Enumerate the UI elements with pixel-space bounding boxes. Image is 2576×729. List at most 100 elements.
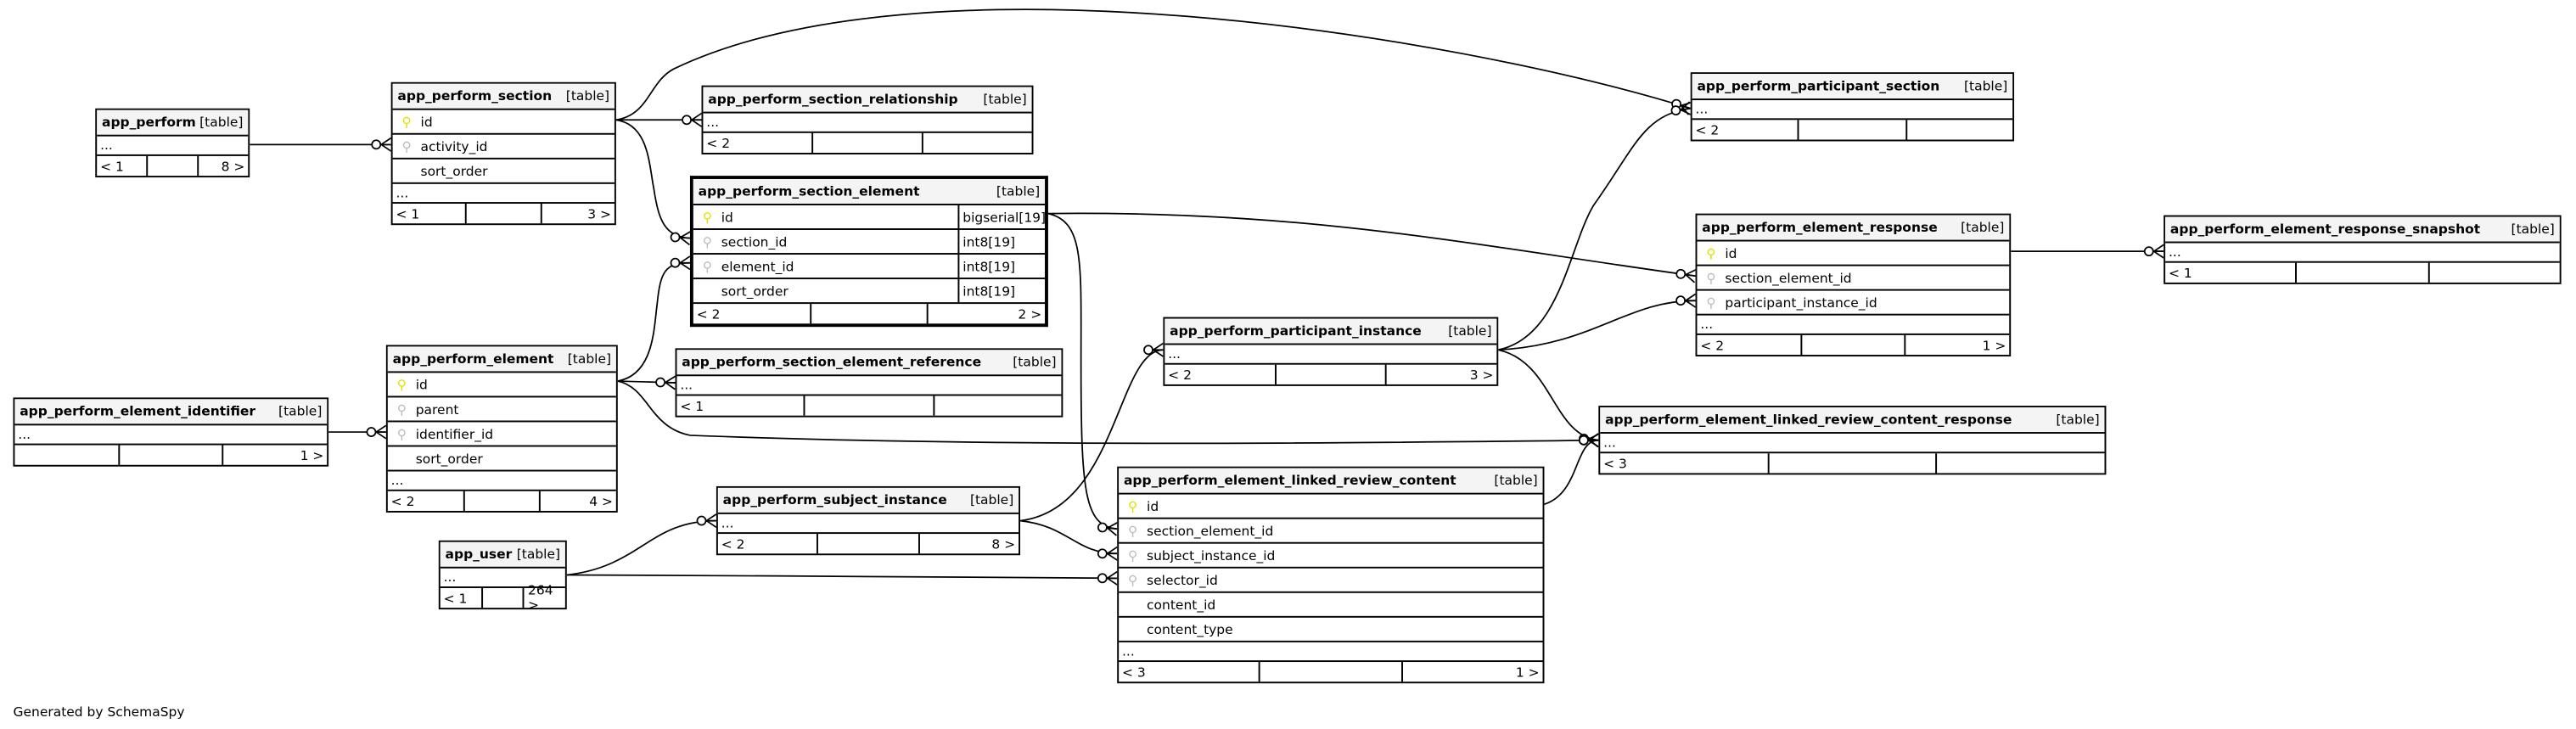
table-name[interactable]: app_perform_section_element_reference xyxy=(682,355,982,370)
column-row[interactable]: ⚲participant_instance_id xyxy=(1697,291,2010,316)
column-name: sort_order xyxy=(420,163,488,179)
table-name[interactable]: app_perform_element xyxy=(392,351,554,367)
column-name: id xyxy=(415,377,428,392)
more-columns: ... xyxy=(392,184,615,205)
table-header[interactable]: app_perform[table] xyxy=(97,109,249,137)
column-row[interactable]: ⚲id xyxy=(1697,242,2010,266)
table-name[interactable]: app_perform_subject_instance xyxy=(722,492,947,508)
table-header[interactable]: app_perform_section_relationship [table] xyxy=(703,87,1032,114)
table-app-perform-element-linked-review-content-response[interactable]: app_perform_element_linked_review_conten… xyxy=(1598,406,2107,475)
column-name: selector_id xyxy=(1147,572,1218,587)
footer-cell: 3 > xyxy=(1469,367,1494,383)
footer-cell xyxy=(1907,120,2013,139)
footer-cell: < 2 xyxy=(693,304,811,324)
table-name[interactable]: app_perform_participant_instance xyxy=(1170,323,1422,339)
table-header[interactable]: app_perform_element_response[table] xyxy=(1697,215,2010,242)
more-columns: ... xyxy=(97,137,249,156)
table-header[interactable]: app_perform_element_response_snapshot[ta… xyxy=(2165,216,2560,244)
column-name: section_element_id xyxy=(1725,270,1852,285)
table-header[interactable]: app_perform_participant_instance[table] xyxy=(1165,318,1497,345)
column-row[interactable]: ⚲id xyxy=(392,110,615,135)
table-app-perform-element-response-snapshot[interactable]: app_perform_element_response_snapshot[ta… xyxy=(2164,215,2562,284)
table-header[interactable]: app_perform_element_linked_review_conten… xyxy=(1119,468,1543,495)
column-type: bigserial[19] xyxy=(957,205,1046,229)
table-header[interactable]: app_perform_section_element_reference[ta… xyxy=(676,350,1062,377)
table-header[interactable]: app_user[table] xyxy=(440,541,565,569)
column-row[interactable]: ⚲parent xyxy=(387,397,616,423)
footer-cell xyxy=(120,445,224,465)
column-row[interactable]: ⚲identifier_id xyxy=(387,422,616,447)
edge-section-element-linked-content xyxy=(1047,212,1119,536)
column-row[interactable]: ⚲activity_id xyxy=(392,135,615,160)
table-tag: [table] xyxy=(969,492,1014,508)
footer-cell: 8 > xyxy=(221,158,245,174)
footer-cell xyxy=(819,534,920,554)
column-row[interactable]: sort_order xyxy=(387,446,616,472)
footer-cell: 1 > xyxy=(300,447,324,463)
column-row[interactable]: ⚲section_element_id xyxy=(1119,519,1543,544)
table-tag: [table] xyxy=(516,547,561,562)
table-tag: [table] xyxy=(983,92,1027,107)
table-app-perform-element[interactable]: app_perform_element[table]⚲id⚲parent⚲ide… xyxy=(385,345,618,513)
table-footer: < 3 xyxy=(1600,453,2104,474)
table-name[interactable]: app_perform_section_relationship xyxy=(708,92,958,107)
table-name[interactable]: app_perform xyxy=(102,115,196,130)
table-name[interactable]: app_perform_section_element xyxy=(698,183,920,199)
table-app-perform-participant-instance[interactable]: app_perform_participant_instance[table].… xyxy=(1163,317,1499,386)
edge-element-linked-response xyxy=(617,380,1599,448)
footer-cell: < 1 xyxy=(676,395,806,416)
table-name[interactable]: app_perform_section xyxy=(397,88,553,104)
column-row[interactable]: content_id xyxy=(1119,593,1543,618)
table-footer: < 2 xyxy=(703,132,1031,154)
table-name[interactable]: app_perform_participant_section xyxy=(1697,78,1940,94)
table-header[interactable]: app_perform_element[table] xyxy=(387,346,616,373)
table-header[interactable]: app_perform_participant_section[table] xyxy=(1692,74,2013,101)
table-name[interactable]: app_perform_element_response_snapshot xyxy=(2169,222,2481,237)
edge-element-section-element xyxy=(617,255,691,382)
primary-key-icon: ⚲ xyxy=(1127,498,1138,513)
table-app-perform-section-element-reference[interactable]: app_perform_section_element_reference[ta… xyxy=(675,348,1064,418)
table-footer: < 1 xyxy=(2165,262,2560,283)
footer-cell xyxy=(813,132,923,154)
column-row[interactable]: ⚲selector_id xyxy=(1119,569,1543,593)
table-app-perform-section-relationship[interactable]: app_perform_section_relationship[table].… xyxy=(701,85,1034,154)
table-name[interactable]: app_perform_element_response xyxy=(1702,220,1938,235)
table-app-perform-element-identifier[interactable]: app_perform_element_identifier[table]...… xyxy=(13,397,329,467)
foreign-key-icon: ⚲ xyxy=(396,426,407,441)
table-app-perform-element-response[interactable]: app_perform_element_response[table]⚲id⚲s… xyxy=(1695,213,2012,357)
table-name[interactable]: app_perform_element_identifier xyxy=(20,404,256,419)
table-app-perform-participant-section[interactable]: app_perform_participant_section[table]..… xyxy=(1690,72,2015,142)
column-name: content_id xyxy=(1147,597,1216,613)
column-row[interactable]: ⚲section_element_id xyxy=(1697,266,2010,291)
footer-cell xyxy=(2429,263,2560,283)
table-header[interactable]: app_perform_section_element[table] xyxy=(693,178,1046,205)
table-name[interactable]: app_user xyxy=(445,547,513,562)
table-name[interactable]: app_perform_element_linked_review_conten… xyxy=(1605,412,2012,428)
more-columns: ... xyxy=(717,514,1019,535)
table-name[interactable]: app_perform_element_linked_review_conten… xyxy=(1123,473,1456,488)
table-app-perform-element-linked-review-content[interactable]: app_perform_element_linked_review_conten… xyxy=(1117,466,1545,684)
column-row[interactable]: ⚲subject_instance_id xyxy=(1119,544,1543,569)
table-app-perform-section[interactable]: app_perform_section[table]⚲id⚲activity_i… xyxy=(390,81,616,226)
column-row[interactable]: sort_order xyxy=(392,160,615,184)
table-header[interactable]: app_perform_section[table] xyxy=(392,83,615,110)
footer-cell: 2 > xyxy=(1018,306,1042,322)
column-row[interactable]: ⚲id xyxy=(387,373,616,398)
table-app-perform-subject-instance[interactable]: app_perform_subject_instance [table]...< … xyxy=(716,485,1021,556)
edge-subject-linked-content xyxy=(1019,519,1118,561)
table-tag: [table] xyxy=(278,404,323,419)
column-row[interactable]: content_type xyxy=(1119,618,1543,642)
column-row[interactable]: ⚲id xyxy=(1119,495,1543,519)
table-header[interactable]: app_perform_element_linked_review_conten… xyxy=(1600,407,2105,434)
table-header[interactable]: app_perform_element_identifier [table] xyxy=(14,399,328,426)
table-header[interactable]: app_perform_subject_instance [table] xyxy=(717,487,1019,514)
